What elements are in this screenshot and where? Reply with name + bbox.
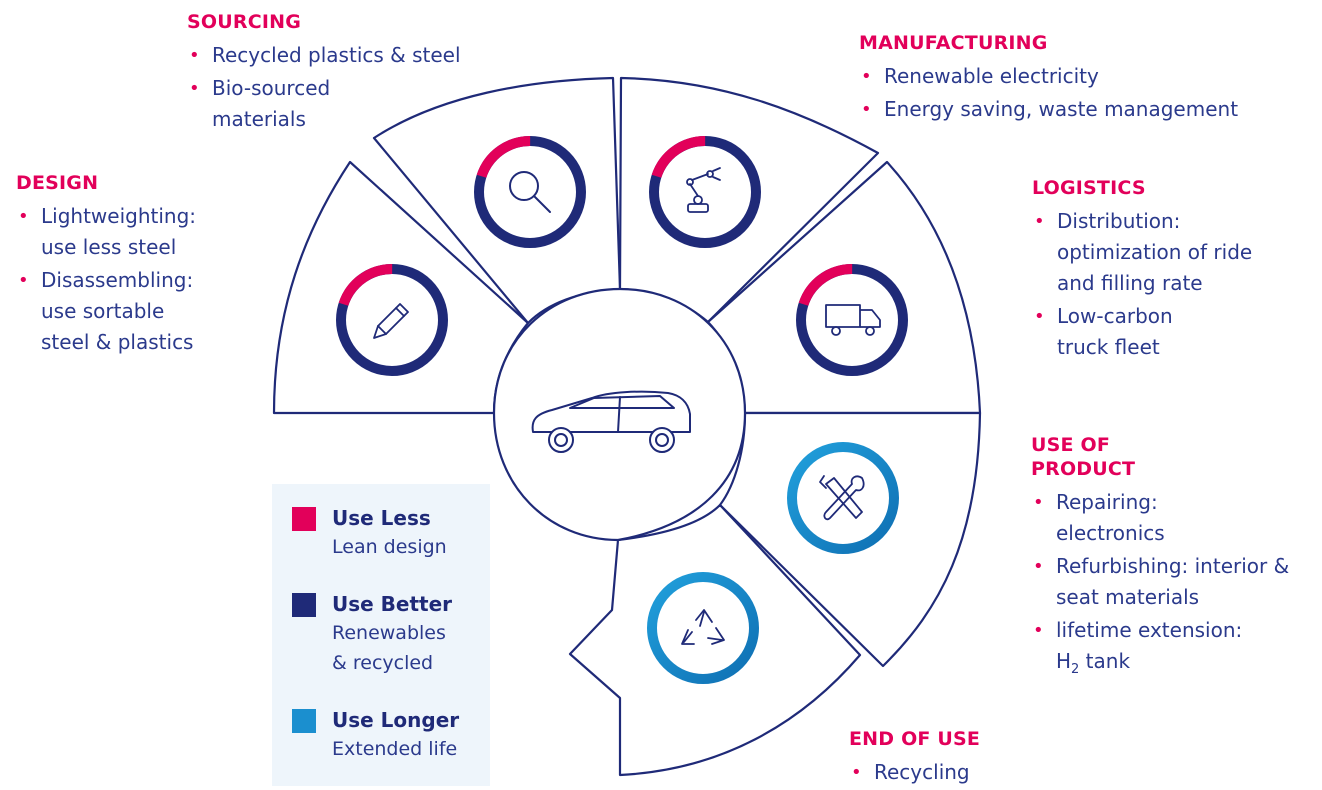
manufacturing-block: MANUFACTURING Renewable electricity Ener… xyxy=(859,31,1299,127)
h2-suffix: tank xyxy=(1079,649,1131,673)
legend-title: Use Better xyxy=(332,592,453,616)
legend-swatch xyxy=(292,709,316,733)
logistics-list: Distribution: optimization of ride and f… xyxy=(1032,206,1302,363)
list-item: Renewable electricity xyxy=(859,61,1299,92)
list-item: lifetime extension: H2 tank xyxy=(1031,615,1321,685)
end-of-use-heading: END OF USE xyxy=(849,728,981,750)
legend-desc: Renewables & recycled xyxy=(332,622,446,674)
progress-ring-logistics xyxy=(796,264,908,376)
magnifier-icon xyxy=(509,171,551,213)
car-icon xyxy=(531,390,691,453)
manufacturing-list: Renewable electricity Energy saving, was… xyxy=(859,61,1299,125)
design-heading: DESIGN xyxy=(16,172,99,194)
use-of-product-heading: USE OF PRODUCT xyxy=(1031,434,1136,480)
list-item: Refurbishing: interior & seat materials xyxy=(1031,551,1322,613)
use-of-product-list: Repairing: electronics Refurbishing: int… xyxy=(1031,487,1321,685)
progress-ring-use-of-product xyxy=(787,442,899,554)
list-item: Distribution: optimization of ride and f… xyxy=(1032,206,1282,299)
legend: Use Less Lean design Use Better Renewabl… xyxy=(272,484,490,786)
sourcing-heading: SOURCING xyxy=(187,11,302,33)
logistics-heading: LOGISTICS xyxy=(1032,177,1146,199)
ring-use-less-arc xyxy=(649,136,761,248)
lifetime-extension-label: lifetime extension: xyxy=(1056,618,1243,642)
legend-desc: Extended life xyxy=(332,738,458,760)
list-item: Bio-sourced materials xyxy=(187,73,362,135)
list-item: Low-carbon truck fleet xyxy=(1032,301,1207,363)
sourcing-list: Recycled plastics & steel Bio-sourced ma… xyxy=(187,40,507,135)
progress-ring-manufacturing xyxy=(649,136,761,248)
legend-swatch xyxy=(292,507,316,531)
list-item: Energy saving, waste management xyxy=(859,94,1299,125)
ring-base xyxy=(787,442,899,554)
truck-icon xyxy=(825,304,881,336)
end-of-use-block: END OF USE Recycling xyxy=(849,727,1049,790)
progress-ring-design xyxy=(336,264,448,377)
recycle-icon xyxy=(681,609,725,645)
ring-base xyxy=(647,572,759,684)
progress-ring-sourcing xyxy=(474,135,586,248)
legend-title: Use Less xyxy=(332,506,431,530)
legend-title: Use Longer xyxy=(332,708,460,732)
progress-ring-end-of-use xyxy=(647,572,759,684)
end-of-use-list: Recycling xyxy=(849,757,1049,788)
design-list: Lightweighting: use less steel Disassemb… xyxy=(16,201,226,358)
list-item: Recycled plastics & steel xyxy=(187,40,507,71)
design-block: DESIGN Lightweighting: use less steel Di… xyxy=(16,171,226,360)
list-item: Lightweighting: use less steel xyxy=(16,201,211,263)
ring-use-less-arc xyxy=(336,264,448,377)
h2-subscript: 2 xyxy=(1071,662,1080,677)
h2-prefix: H xyxy=(1056,649,1072,673)
use-of-product-block: USE OF PRODUCT Repairing: electronics Re… xyxy=(1031,433,1321,687)
pencil-icon xyxy=(373,303,409,339)
legend-desc: Lean design xyxy=(332,536,447,558)
robot-arm-icon xyxy=(686,167,721,213)
legend-swatch xyxy=(292,593,316,617)
list-item: Disassembling: use sortable steel & plas… xyxy=(16,265,211,358)
logistics-block: LOGISTICS Distribution: optimization of … xyxy=(1032,176,1302,365)
list-item: Repairing: electronics xyxy=(1031,487,1206,549)
ring-use-less-arc xyxy=(474,135,586,248)
wrench-screwdriver-icon xyxy=(819,475,865,521)
manufacturing-heading: MANUFACTURING xyxy=(859,32,1048,54)
list-item: Recycling xyxy=(849,757,1049,788)
sourcing-block: SOURCING Recycled plastics & steel Bio-s… xyxy=(187,10,507,137)
